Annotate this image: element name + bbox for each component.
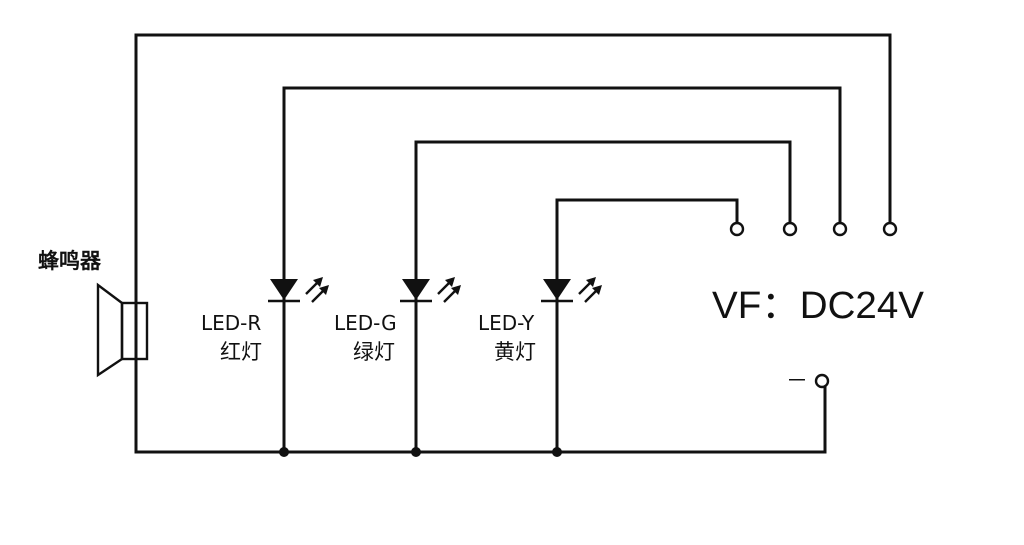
junctions (279, 447, 562, 457)
wire-buzzer (134, 33, 892, 454)
wire-common-negative (134, 385, 827, 454)
led-diode-icon (268, 277, 329, 303)
led-code-label: LED-R (201, 311, 261, 335)
wires (134, 33, 892, 454)
negative-terminal-label: － (786, 368, 808, 393)
supply-voltage-label: VF：DC24V (712, 285, 925, 327)
led-name-label: 绿灯 (353, 340, 395, 364)
buzzer-label: 蜂鸣器 (38, 249, 102, 273)
terminal-red (832, 221, 848, 237)
speaker-icon (96, 282, 149, 378)
terminal-negative (814, 373, 830, 389)
terminals (729, 221, 898, 389)
terminal-yellow (729, 221, 745, 237)
led-diode-icon (400, 277, 461, 303)
terminal-green (782, 221, 798, 237)
wire-led-red (282, 86, 842, 454)
led-code-label: LED-Y (478, 311, 535, 335)
wire-led-yellow (555, 198, 739, 454)
terminal-buzzer (882, 221, 898, 237)
junction-dot (411, 447, 421, 457)
junction-dot (552, 447, 562, 457)
led-diode-icon (541, 277, 602, 303)
led-name-label: 红灯 (220, 340, 262, 364)
led-name-label: 黄灯 (494, 340, 536, 364)
led-code-label: LED-G (334, 311, 397, 335)
junction-dot (279, 447, 289, 457)
